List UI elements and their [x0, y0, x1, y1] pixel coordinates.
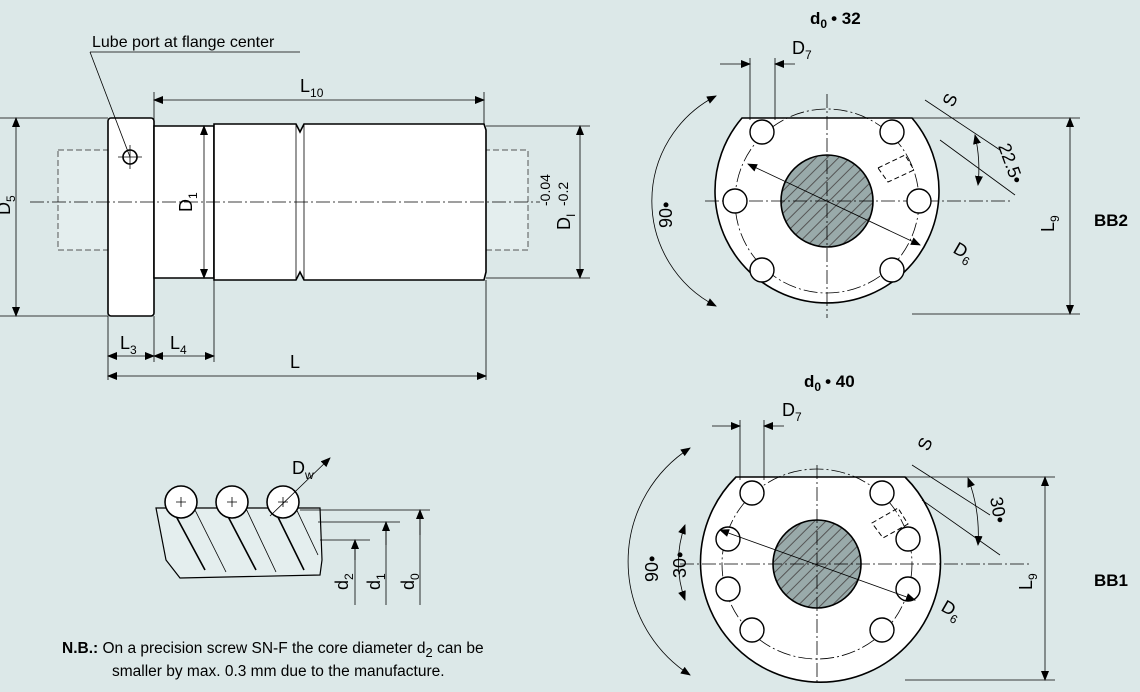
dim-d0: d0 [398, 573, 422, 590]
ball-detail: Dw d2 d1 d0 [155, 457, 430, 605]
angle-30-left-bb1: 30• [670, 552, 690, 578]
dim-L9-bb2: L9 [1038, 215, 1062, 232]
svg-text:-0.2: -0.2 [555, 182, 571, 206]
svg-text:DI: DI [554, 214, 578, 230]
tag-bb1: BB1 [1094, 571, 1128, 590]
dim-S-bb2: S [938, 90, 961, 109]
dim-D6-bb2: D6 [948, 238, 977, 269]
note-line1: On a precision screw SN-F the core diame… [102, 640, 426, 657]
dim-L: L [290, 352, 300, 372]
svg-text:-0.04: -0.04 [537, 174, 553, 206]
note-line1-sub: 2 [425, 645, 433, 661]
angle-90-bb2: 90• [656, 202, 676, 228]
dim-L9-bb1: L9 [1016, 573, 1040, 590]
dim-S-bb1: S [913, 434, 936, 453]
dim-Dl: DI -0.04 -0.2 [537, 174, 578, 230]
dim-d1: d1 [364, 573, 388, 590]
note-line2: smaller by max. 0.3 mm due to the manufa… [112, 663, 445, 681]
dim-D6-bb1: D6 [936, 596, 965, 627]
dim-L10: L10 [300, 76, 324, 100]
dim-D7-bb2: D7 [792, 38, 812, 62]
screw-shaft-left [57, 149, 111, 251]
dim-L3: L3 [120, 333, 137, 357]
dim-D1: D1 [176, 192, 200, 212]
note-prefix: N.B.: [62, 640, 99, 657]
dim-d2: d2 [332, 573, 356, 590]
flange-view-bb1: d0• 40 D7 S 30• 30• 90• D6 L9 BB1 [627, 372, 1128, 685]
lube-port-label: Lube port at flange center [92, 34, 275, 51]
tag-bb2: BB2 [1094, 211, 1128, 230]
flange [107, 117, 155, 317]
flange-view-bb2: d0• 32 D7 S 22.5• 90• D6 L9 BB2 [651, 9, 1128, 318]
title-bb2: d0• 32 [810, 9, 861, 31]
angle-90-bb1: 90• [642, 556, 662, 582]
screw-shaft-right [483, 149, 529, 251]
side-view: Lube port at flange center L10 D1 D5 DI … [0, 34, 590, 380]
dim-Dw: Dw [292, 458, 314, 482]
dim-D7-bb1: D7 [782, 400, 802, 424]
title-bb1: d0• 40 [804, 372, 855, 394]
dim-L4: L4 [170, 333, 187, 357]
angle-30-right-bb1: 30• [986, 495, 1010, 524]
note-line1-end: can be [432, 640, 484, 657]
thread-section [155, 507, 323, 579]
angle-22-5-bb2: 22.5• [994, 141, 1027, 187]
dim-D5: D5 [0, 195, 18, 215]
manufacturing-note: N.B.: On a precision screw SN-F the core… [62, 639, 484, 681]
